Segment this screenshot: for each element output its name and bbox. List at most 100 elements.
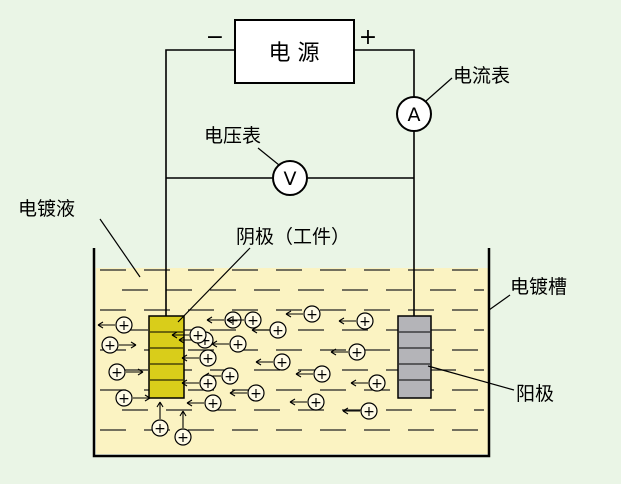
- ion-arrow: [350, 379, 368, 387]
- ion-circle: [108, 363, 126, 381]
- ion-arrow: [97, 321, 115, 329]
- cathode-leader: [177, 247, 251, 323]
- ion-charge-sign: +: [202, 376, 214, 392]
- circuit-wires: [165, 49, 415, 318]
- ion-circle: [269, 321, 287, 339]
- anode-label: 阳极: [516, 383, 554, 405]
- ion-charge-sign: +: [272, 323, 284, 339]
- positive-ion: +: [229, 384, 265, 402]
- ion-arrow: [181, 354, 199, 362]
- ion-charge-sign: +: [247, 313, 259, 329]
- anode-plate: [397, 315, 432, 399]
- positive-ion: +: [181, 349, 217, 367]
- tank-leader: [488, 294, 511, 311]
- ion-circle: [229, 335, 247, 353]
- cathode-plate: [148, 315, 185, 399]
- positive-ion: +: [101, 336, 137, 354]
- electrolyte-leader: [99, 218, 141, 278]
- negative-terminal-sign: −: [206, 25, 224, 50]
- ion-charge-sign: +: [371, 376, 383, 392]
- positive-ion: +: [174, 410, 192, 446]
- cathode-stripes: [150, 331, 183, 381]
- ion-circle: [348, 343, 366, 361]
- ion-circle: [199, 349, 217, 367]
- ion-charge-sign: +: [192, 328, 204, 344]
- voltmeter-label: 电压表: [204, 125, 261, 147]
- ion-circle: [204, 394, 222, 412]
- ion-charge-sign: +: [359, 314, 371, 330]
- ion-circle: [247, 384, 265, 402]
- ion-group: +++++++++++++++++++++++++: [97, 305, 386, 446]
- positive-ion: +: [171, 326, 207, 344]
- ion-charge-sign: +: [111, 365, 123, 381]
- ion-charge-sign: +: [207, 396, 219, 412]
- voltmeter-circle: [272, 160, 308, 196]
- ion-charge-sign: +: [306, 307, 318, 323]
- wire-negative: [165, 49, 235, 318]
- ammeter-circle: [396, 96, 432, 132]
- ion-circle: [115, 316, 133, 334]
- anode-stripes: [399, 331, 430, 381]
- positive-ion: +: [108, 363, 144, 381]
- ion-charge-sign: +: [316, 367, 328, 383]
- positive-ion: +: [255, 353, 291, 371]
- ion-charge-sign: +: [118, 391, 130, 407]
- ion-charge-sign: +: [250, 386, 262, 402]
- ion-arrow: [229, 389, 247, 397]
- ion-circle: [221, 367, 239, 385]
- positive-terminal-sign: +: [359, 25, 377, 50]
- ion-circle: [356, 312, 374, 330]
- positive-ion: +: [338, 312, 374, 330]
- cathode-label: 阴极（工件）: [236, 226, 350, 248]
- ion-arrow: [171, 331, 189, 339]
- positive-ion: +: [330, 343, 366, 361]
- ion-arrow: [251, 326, 269, 334]
- ammeter-leader: [425, 77, 453, 102]
- ion-arrow: [156, 401, 164, 419]
- ion-arrow: [181, 379, 199, 387]
- ion-circle: [360, 402, 378, 420]
- ion-arrow: [226, 316, 244, 324]
- positive-ion: +: [151, 401, 169, 437]
- positive-ion: +: [181, 374, 217, 392]
- ion-arrow: [211, 340, 229, 348]
- ion-charge-sign: +: [232, 337, 244, 353]
- tank-walls: [92, 248, 491, 458]
- ion-arrow: [338, 317, 356, 325]
- ion-charge-sign: +: [227, 313, 239, 329]
- ion-circle: [303, 305, 321, 323]
- ion-circle: [115, 389, 133, 407]
- positive-ion: +: [226, 311, 262, 329]
- ion-arrow: [289, 398, 307, 406]
- ion-arrow: [133, 394, 151, 402]
- ion-charge-sign: +: [199, 333, 211, 349]
- wire-positive-top: [354, 49, 415, 97]
- ion-arrow: [126, 368, 144, 376]
- positive-ion: +: [342, 402, 378, 420]
- ion-arrow: [295, 370, 313, 378]
- positive-ion: +: [115, 389, 151, 407]
- ion-circle: [199, 374, 217, 392]
- positive-ion: +: [295, 365, 331, 383]
- positive-ion: +: [211, 335, 247, 353]
- electrolyte-label: 电镀液: [18, 198, 75, 220]
- ammeter-symbol: A: [408, 104, 421, 126]
- ion-circle: [307, 393, 325, 411]
- ion-arrow: [206, 316, 224, 324]
- positive-ion: +: [285, 305, 321, 323]
- positive-ion: +: [186, 394, 222, 412]
- ammeter-label: 电流表: [453, 65, 510, 87]
- power-supply-box: [234, 19, 355, 84]
- ion-circle: [151, 419, 169, 437]
- ion-circle: [313, 365, 331, 383]
- anode-leader: [427, 365, 515, 391]
- ion-arrow: [119, 341, 137, 349]
- positive-ion: +: [289, 393, 325, 411]
- ion-arrow: [330, 348, 348, 356]
- ion-circle: [189, 326, 207, 344]
- ion-circle: [101, 336, 119, 354]
- ion-arrow: [186, 399, 204, 407]
- ion-arrow: [285, 310, 303, 318]
